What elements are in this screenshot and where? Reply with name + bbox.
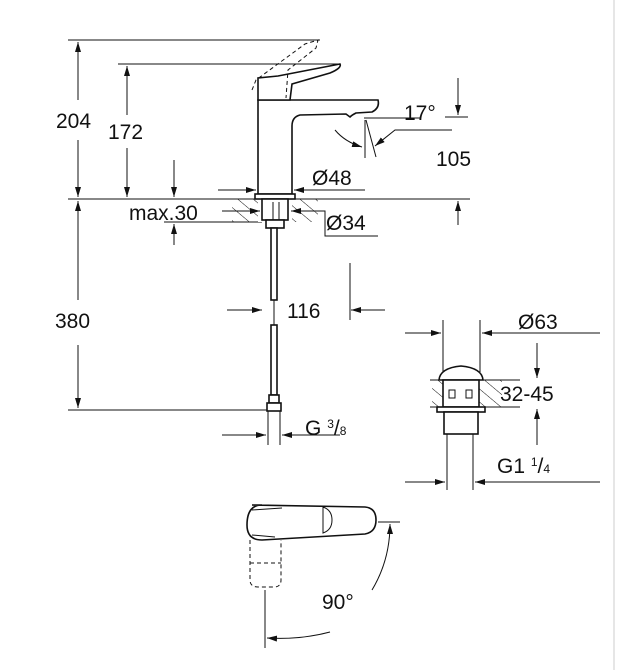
dim-spout-angle: 17°	[404, 102, 436, 125]
dim-hose-thread: G 3/8	[305, 417, 347, 440]
hose-upper	[270, 227, 278, 301]
dim-total-height: 204	[56, 110, 92, 133]
waste-cap	[438, 365, 484, 381]
page-edge	[613, 0, 615, 670]
hose-lower	[270, 324, 278, 396]
dim-waste-deck-range: 32-45	[500, 383, 554, 406]
dim-max-deck: max.30	[129, 202, 198, 225]
dim-waste-thread: G1 1/4	[497, 455, 551, 478]
handle-top-view	[246, 504, 377, 541]
dim-spout-reach: 116	[287, 300, 321, 323]
handle-rotated-dashed	[249, 540, 282, 588]
faucet-body	[257, 99, 380, 195]
handle-raised-dashed	[251, 39, 319, 99]
dim-waste-diameter: Ø63	[518, 311, 558, 334]
dim-hose-length: 380	[55, 310, 91, 333]
dim-handle-rotation: 90°	[322, 591, 354, 614]
faucet-handle	[257, 63, 342, 101]
waste-body	[442, 379, 480, 408]
dim-hole-diameter: Ø34	[326, 212, 366, 235]
dim-spout-clearance: 105	[436, 148, 472, 171]
dim-base-diameter: Ø48	[312, 167, 352, 190]
dim-spout-height: 172	[108, 121, 144, 144]
